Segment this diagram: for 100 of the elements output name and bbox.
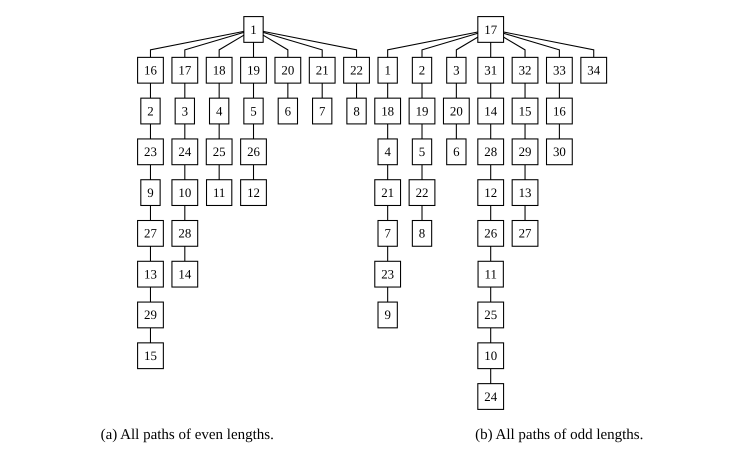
- connector: [356, 82, 357, 98]
- node-box: 26: [477, 219, 504, 246]
- connector: [184, 164, 186, 180]
- connector: [421, 32, 478, 57]
- connector: [421, 204, 422, 220]
- connector: [558, 123, 560, 138]
- node-box: 27: [136, 219, 164, 246]
- connector: [456, 82, 457, 98]
- connector: [490, 327, 492, 342]
- node-box: 30: [546, 138, 573, 165]
- node-box: 2: [412, 56, 432, 84]
- node-box: 21: [308, 56, 336, 84]
- node-box: 7: [377, 219, 398, 246]
- connector: [524, 123, 526, 138]
- connector: [503, 32, 560, 57]
- node-box: 23: [136, 138, 164, 165]
- node-box: 18: [206, 56, 232, 84]
- node-box: 32: [512, 56, 538, 84]
- connector: [150, 82, 151, 98]
- node-box: 5: [243, 97, 264, 124]
- node-box: 28: [171, 219, 198, 246]
- node-box: 10: [171, 178, 198, 206]
- connector: [262, 34, 288, 57]
- node-box: 4: [208, 97, 230, 124]
- node-box: 22: [343, 56, 370, 84]
- connector: [287, 82, 288, 98]
- node-box: 19: [240, 56, 267, 84]
- connector: [524, 164, 526, 180]
- node-box: 34: [580, 56, 608, 84]
- connector: [387, 123, 388, 138]
- connector: [490, 246, 492, 261]
- connector: [421, 164, 422, 180]
- node-box: 13: [136, 260, 164, 288]
- connector: [387, 246, 388, 261]
- node-box: 2: [140, 97, 161, 124]
- connector: [490, 82, 492, 98]
- node-box: 1: [377, 56, 398, 84]
- node-box: 17: [477, 16, 504, 42]
- connector: [387, 30, 478, 57]
- node-box: 11: [206, 178, 232, 206]
- figure-caption: (a) All paths of even lengths.: [100, 427, 274, 444]
- connector: [252, 123, 254, 138]
- connector: [490, 204, 492, 220]
- node-box: 15: [136, 342, 164, 369]
- node-box: 23: [374, 260, 401, 288]
- node-box: 29: [512, 138, 538, 165]
- connector: [150, 30, 244, 57]
- figure-caption: (b) All paths of odd lengths.: [475, 427, 644, 444]
- node-box: 10: [477, 342, 504, 369]
- node-box: 31: [477, 56, 504, 84]
- connector: [218, 34, 244, 57]
- connector: [490, 42, 492, 57]
- connector: [387, 286, 388, 302]
- connector: [558, 82, 560, 98]
- connector: [218, 164, 220, 180]
- node-box: 6: [278, 97, 298, 124]
- connector: [252, 82, 254, 98]
- connector: [150, 327, 151, 342]
- connector: [184, 246, 186, 261]
- connector: [252, 164, 254, 180]
- connector: [490, 164, 492, 180]
- connector: [490, 368, 492, 384]
- connector: [387, 164, 388, 180]
- node-box: 1: [243, 16, 264, 42]
- node-box: 26: [240, 138, 267, 165]
- node-box: 27: [512, 219, 538, 246]
- node-box: 25: [477, 301, 504, 328]
- node-box: 5: [412, 138, 432, 165]
- node-box: 4: [377, 138, 398, 165]
- connector: [490, 123, 492, 138]
- node-box: 21: [374, 178, 401, 206]
- node-box: 12: [477, 178, 504, 206]
- connector: [150, 164, 151, 180]
- connector: [184, 204, 186, 220]
- connector: [322, 82, 323, 98]
- connector: [503, 36, 526, 57]
- node-box: 17: [171, 56, 198, 84]
- node-box: 18: [374, 97, 401, 124]
- connector: [421, 123, 422, 138]
- connector: [524, 82, 526, 98]
- connector: [150, 123, 151, 138]
- node-box: 24: [477, 382, 504, 410]
- connector: [184, 123, 186, 138]
- connector: [387, 204, 388, 220]
- node-box: 29: [136, 301, 164, 328]
- node-box: 20: [442, 97, 470, 124]
- node-box: 14: [477, 97, 504, 124]
- node-box: 19: [408, 97, 436, 124]
- node-box: 9: [377, 301, 398, 328]
- node-box: 6: [446, 138, 466, 165]
- connector: [421, 82, 422, 98]
- node-box: 20: [274, 56, 302, 84]
- node-box: 24: [171, 138, 198, 165]
- node-box: 28: [477, 138, 504, 165]
- node-box: 8: [346, 97, 367, 124]
- connector: [150, 204, 151, 220]
- node-box: 9: [140, 178, 161, 206]
- connector: [218, 82, 220, 98]
- node-box: 12: [240, 178, 267, 206]
- connector: [503, 30, 594, 57]
